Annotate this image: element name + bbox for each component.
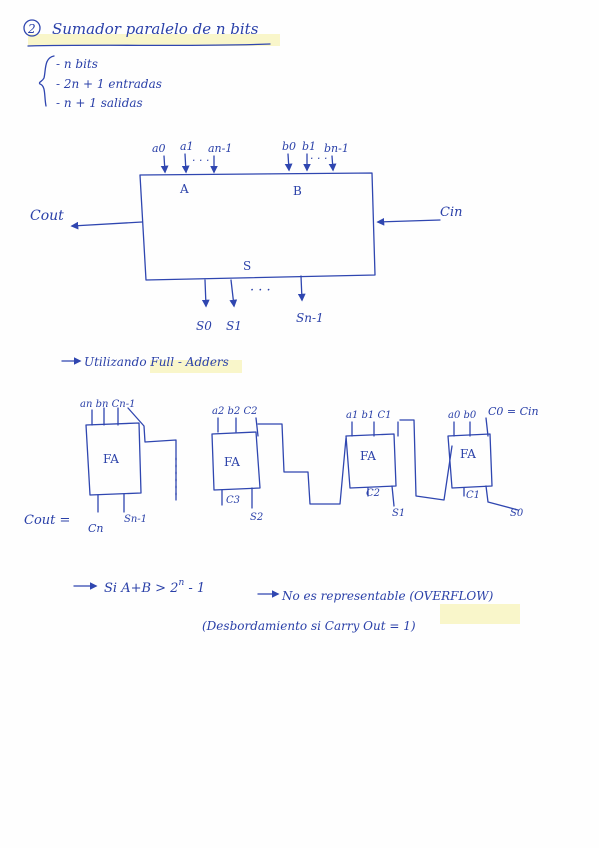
fa-carry-in-label: C0 = Cin: [488, 405, 539, 418]
page-title: Sumador paralelo de n bits: [52, 20, 259, 38]
title-highlight: [28, 34, 280, 46]
spec-item: - 2n + 1 entradas: [56, 77, 162, 91]
overflow-explanation: (Desbordamiento si Carry Out = 1): [202, 619, 416, 633]
fa-inputs-label: a2 b2 C2: [212, 406, 257, 417]
arrow-sn-1: [297, 275, 306, 302]
fa-inputs-label: a0 b0: [448, 410, 477, 421]
block-label-a: A: [179, 182, 189, 196]
output-dots: · · ·: [250, 283, 271, 298]
overflow-exponent: n: [178, 578, 184, 588]
fa-input-wires: [91, 407, 119, 426]
title-underline: [27, 43, 271, 47]
input-label-a0: a0: [152, 142, 166, 155]
fa-carry-out-label: C1: [466, 490, 480, 501]
output-label-s1: S1: [226, 319, 242, 333]
fa-carry-out-label: Cn: [88, 522, 104, 535]
fa-input-wires: [453, 417, 489, 437]
fa-input-wires: [351, 421, 399, 437]
cout-arrow: [70, 221, 143, 230]
fa-sum-label: S0: [510, 508, 524, 519]
note-highlight: [440, 604, 520, 624]
fa-carry-out-label: C2: [366, 488, 380, 499]
fa-box-label: FA: [460, 447, 476, 461]
section-number: 2: [27, 22, 36, 36]
fa-box-label: FA: [224, 455, 240, 469]
cout-equation: Cout =: [24, 513, 70, 528]
input-label-b0: b0: [282, 140, 296, 153]
arrow-b0: [284, 153, 293, 172]
spec-item: - n + 1 salidas: [56, 96, 143, 110]
overflow-result: No es representable (OVERFLOW): [281, 589, 494, 603]
output-label-sn-1: Sn-1: [296, 311, 324, 325]
overflow-note: Si A+B > 2n - 1 No es representable (OVE…: [73, 578, 520, 633]
overflow-condition: Si A+B > 2n - 1: [104, 578, 205, 596]
fa-box: [85, 422, 142, 496]
cout-label: Cout: [30, 208, 64, 224]
heading-highlight: [150, 360, 242, 373]
full-adders-heading: Utilizando Full - Adders: [61, 355, 242, 373]
fa-sum-label: S1: [392, 508, 405, 519]
fa-box: [345, 433, 397, 489]
section-number-circle: [23, 19, 41, 37]
fa-sum-label: S2: [250, 512, 263, 523]
adder-block: [139, 172, 376, 281]
arrow-s0: [201, 279, 210, 308]
spec-list: - n bits - 2n + 1 entradas - n + 1 salid…: [38, 55, 162, 110]
carry-link-n: [127, 407, 177, 501]
fa-box: [211, 431, 261, 491]
fa-carry-out-label: C3: [226, 495, 240, 506]
fa-box-label: FA: [103, 452, 119, 466]
arrow-a0: [160, 155, 169, 174]
arrow-a1: [181, 153, 190, 174]
overflow-condition-base: Si A+B > 2: [104, 581, 178, 596]
output-label-s0: S0: [196, 319, 212, 333]
block-label-s: S: [243, 259, 251, 273]
spec-brace: [38, 55, 55, 107]
title: 2 Sumador paralelo de n bits: [23, 19, 280, 47]
fa-sum-label: Sn-1: [124, 514, 147, 525]
fa-output-wires: [97, 493, 125, 513]
input-label-bn-1: bn-1: [324, 142, 349, 155]
full-adders-heading-text: Utilizando Full - Adders: [84, 355, 229, 369]
overflow-condition-tail: - 1: [184, 581, 205, 596]
input-label-an-1: an-1: [208, 142, 232, 155]
fa-output-wires: [367, 485, 395, 507]
spec-item: - n bits: [56, 57, 98, 71]
fa-inputs-label: a1 b1 C1: [346, 410, 391, 421]
input-label-b1: b1: [302, 140, 316, 153]
input-label-a1: a1: [180, 140, 194, 153]
cin-arrow: [376, 217, 441, 226]
fa-output-wires: [463, 485, 519, 511]
input-dots-a: · · ·: [192, 154, 209, 167]
arrow-s1: [229, 279, 238, 308]
fa-box: [447, 433, 493, 489]
carry-link-1: [399, 419, 453, 501]
fa-input-wires: [217, 417, 259, 437]
block-label-b: B: [293, 184, 302, 198]
fa-output-wires: [221, 487, 253, 509]
full-adder-chain: an bn Cn-1 FA Cn Sn-1 Cout = a2 b2 C2 FA…: [24, 399, 539, 535]
fa-inputs-label: an bn Cn-1: [80, 399, 135, 410]
fa-box-label: FA: [360, 449, 376, 463]
input-dots-b: · · ·: [310, 152, 327, 165]
cin-label: Cin: [440, 205, 462, 220]
adder-block-diagram: a0 a1 an-1 · · · b0 b1 bn-1 · · · A B S …: [30, 140, 462, 333]
carry-link-2: [257, 423, 347, 505]
arrow-bn-1: [328, 155, 337, 172]
